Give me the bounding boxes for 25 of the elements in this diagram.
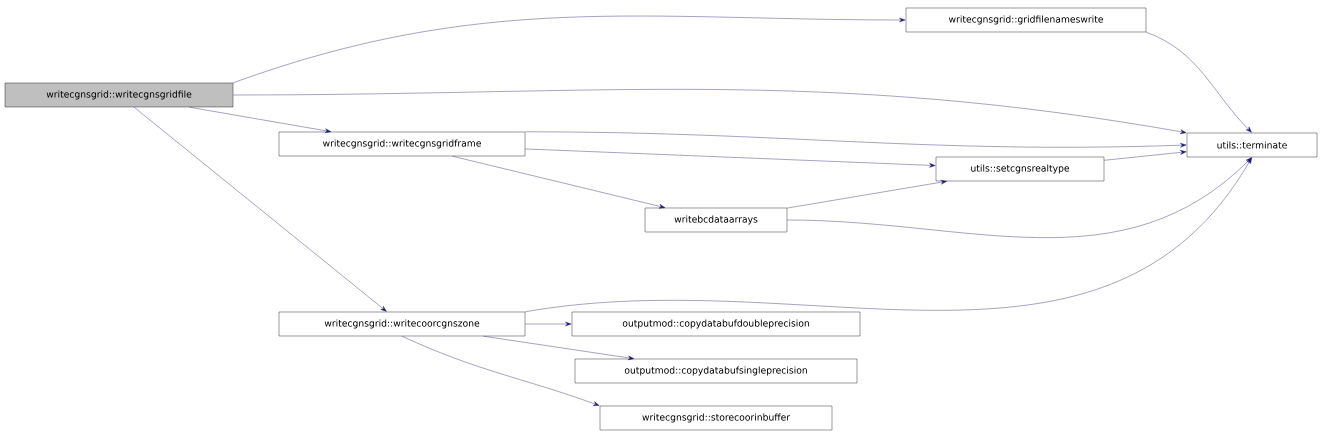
arrow	[525, 157, 1252, 312]
function-box: writecgnsgrid::writecgnsgridfile	[4, 82, 234, 108]
arrow	[525, 148, 936, 168]
arrow	[787, 180, 947, 209]
arrow	[1104, 150, 1187, 161]
function-box: utils::setcgnsrealtype	[935, 156, 1105, 182]
arrow	[189, 107, 332, 133]
function-box: outputmod::copydatabufdoubleprecision	[571, 311, 861, 337]
arrow	[525, 321, 572, 327]
arrow	[452, 156, 666, 209]
function-box: writecgnsgrid::storecoorinbuffer	[599, 405, 833, 431]
function-box: writebcdataarrays	[644, 207, 788, 233]
arrow	[483, 336, 635, 361]
arrow	[787, 157, 1252, 238]
arrow	[133, 107, 387, 312]
function-box: writecgnsgrid::writecoorcgnszone	[278, 311, 526, 337]
arrow	[1146, 32, 1252, 133]
function-box: outputmod::copydatabufsingleprecision	[574, 358, 858, 384]
function-box: utils::terminate	[1186, 132, 1318, 158]
arrow	[233, 15, 906, 83]
function-box: writecgnsgrid::writecgnsgridframe	[278, 131, 526, 157]
arrow	[525, 131, 1187, 148]
function-box: writecgnsgrid::gridfilenameswrite	[905, 7, 1147, 33]
arrow	[401, 336, 600, 406]
arrow	[233, 89, 1187, 134]
